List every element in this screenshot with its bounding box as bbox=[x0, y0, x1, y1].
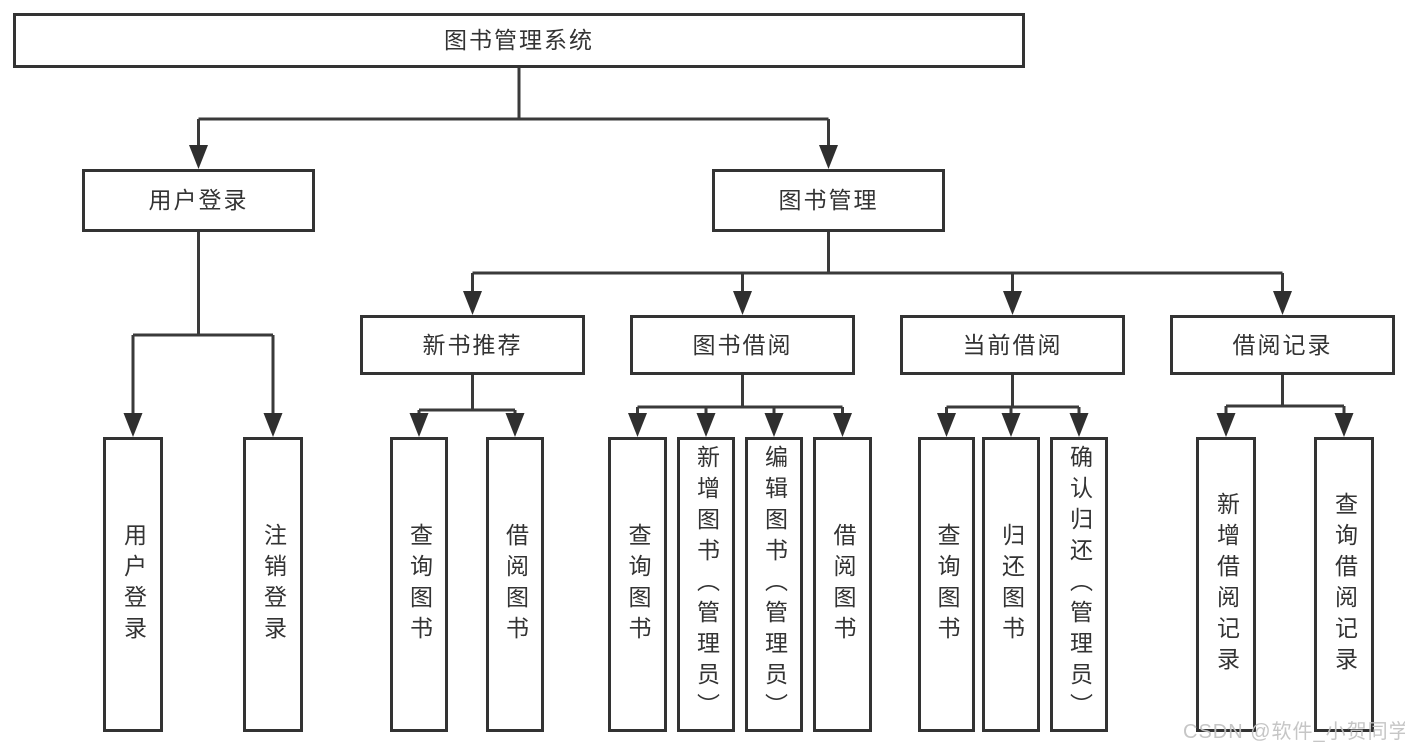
node-label: 借阅图书 bbox=[830, 522, 856, 647]
node-label: 新增图书（管理员） bbox=[693, 445, 720, 724]
node-label: 图书管理系统 bbox=[444, 27, 594, 53]
leaf-confirm-return-admin: 确认归还（管理员） bbox=[1050, 437, 1108, 732]
node-label: 查询图书 bbox=[934, 522, 960, 647]
leaf-return-books: 归还图书 bbox=[982, 437, 1040, 732]
node-label: 图书管理 bbox=[778, 187, 879, 213]
node-borrow-records: 借阅记录 bbox=[1170, 315, 1395, 375]
leaf-edit-book-admin: 编辑图书（管理员） bbox=[745, 437, 803, 732]
arrowhead-icons bbox=[123, 145, 1354, 437]
node-label: 用户登录 bbox=[148, 187, 249, 213]
leaf-add-borrow-record: 新增借阅记录 bbox=[1196, 437, 1256, 732]
node-label: 查询借阅记录 bbox=[1331, 491, 1358, 678]
leaf-query-books-current: 查询图书 bbox=[918, 437, 975, 732]
node-current-borrow: 当前借阅 bbox=[900, 315, 1125, 375]
node-label: 用户登录 bbox=[120, 522, 147, 647]
node-label: 注销登录 bbox=[260, 522, 287, 647]
node-new-book-recommend: 新书推荐 bbox=[360, 315, 585, 375]
watermark: CSDN @软件_小贺同学 bbox=[1183, 721, 1405, 743]
node-label: 当前借阅 bbox=[962, 331, 1063, 358]
leaf-logout: 注销登录 bbox=[243, 437, 303, 732]
node-label: 图书借阅 bbox=[692, 331, 793, 358]
node-label: 归还图书 bbox=[998, 522, 1025, 647]
node-label: 新增借阅记录 bbox=[1213, 491, 1240, 678]
node-label: 借阅记录 bbox=[1232, 331, 1333, 358]
node-label: 查询图书 bbox=[625, 522, 651, 647]
leaf-add-book-admin: 新增图书（管理员） bbox=[677, 437, 735, 732]
node-label: 确认归还（管理员） bbox=[1066, 445, 1093, 724]
leaf-query-borrow-record: 查询借阅记录 bbox=[1314, 437, 1374, 732]
leaf-query-books-recommend: 查询图书 bbox=[390, 437, 448, 732]
leaf-borrow-books-recommend: 借阅图书 bbox=[486, 437, 544, 732]
node-book-management: 图书管理 bbox=[712, 169, 945, 232]
leaf-user-login: 用户登录 bbox=[103, 437, 163, 732]
node-label: 新书推荐 bbox=[422, 331, 523, 358]
node-label: 借阅图书 bbox=[502, 522, 529, 647]
node-root-library-system: 图书管理系统 bbox=[13, 13, 1025, 68]
leaf-borrow-books: 借阅图书 bbox=[813, 437, 872, 732]
leaf-query-books-borrow: 查询图书 bbox=[608, 437, 667, 732]
node-label: 编辑图书（管理员） bbox=[761, 445, 788, 724]
node-user-login: 用户登录 bbox=[82, 169, 315, 232]
node-label: 查询图书 bbox=[406, 522, 433, 647]
node-book-borrow: 图书借阅 bbox=[630, 315, 855, 375]
